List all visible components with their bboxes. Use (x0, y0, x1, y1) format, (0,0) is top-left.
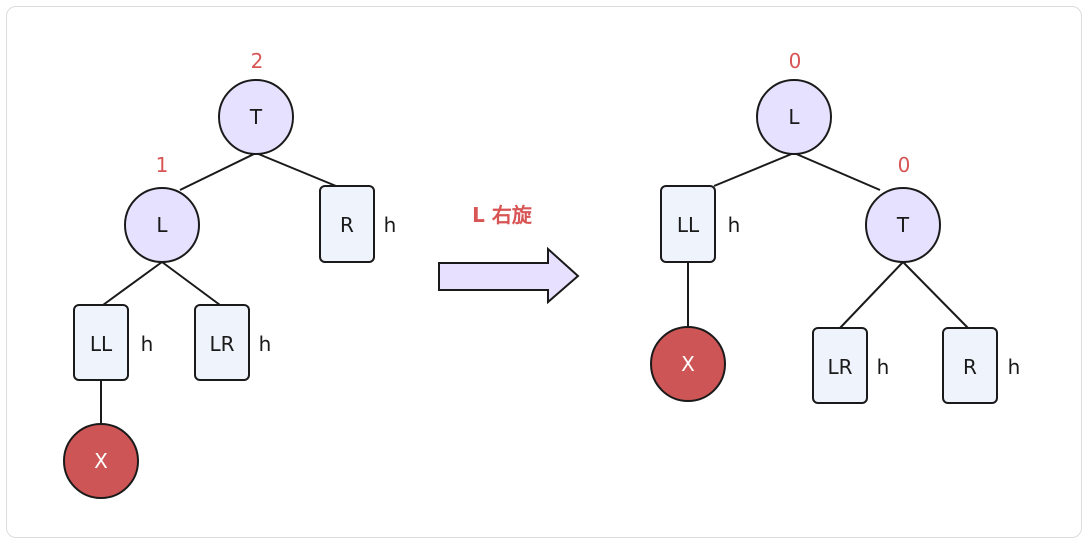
right-t-label: T (896, 213, 910, 237)
left-ll-height: h (141, 332, 154, 356)
left-l-label: L (156, 213, 168, 237)
left-x-node (63, 423, 139, 499)
left-l-node (124, 187, 200, 263)
left-lr-label: LR (209, 332, 234, 356)
edge-l-ll-right (713, 152, 795, 187)
right-lr-node (812, 327, 868, 404)
right-r-label: R (963, 355, 977, 379)
edge-t-lr-right (839, 261, 904, 329)
right-ll-label: LL (677, 213, 700, 237)
right-t-balance-factor: 0 (898, 153, 911, 177)
right-l-node (756, 79, 832, 155)
left-ll-node (73, 304, 129, 381)
left-ll-label: LL (90, 332, 113, 356)
right-l-balance-factor: 0 (789, 49, 802, 73)
right-tree: 0 L LL h 0 T X LR h R h (650, 49, 1021, 404)
edge-l-lr (161, 261, 221, 306)
left-r-label: R (340, 213, 354, 237)
right-r-height: h (1008, 355, 1021, 379)
right-l-label: L (788, 105, 800, 129)
edge-t-r (255, 152, 337, 187)
edge-t-r-right (902, 261, 969, 329)
left-l-balance-factor: 1 (156, 153, 169, 177)
right-ll-height: h (728, 213, 741, 237)
right-x-node (650, 326, 726, 402)
left-lr-node (194, 304, 250, 381)
left-tree: 2 T 1 L R h LL h LR h X (63, 49, 397, 499)
edge-l-ll (102, 261, 163, 306)
left-t-label: T (249, 105, 263, 129)
edge-l-t-right (793, 152, 881, 191)
edge-t-l (179, 152, 257, 191)
left-t-node (218, 79, 294, 155)
right-x-label: X (681, 352, 695, 376)
rotation-title: L 右旋 (472, 203, 533, 227)
left-r-node (319, 185, 375, 263)
left-x-label: X (94, 449, 108, 473)
right-lr-label: LR (827, 355, 852, 379)
right-arrow-icon (438, 246, 580, 305)
left-t-balance-factor: 2 (251, 49, 264, 73)
left-r-height: h (384, 213, 397, 237)
right-lr-height: h (877, 355, 890, 379)
right-r-node (942, 327, 998, 404)
left-lr-height: h (259, 332, 272, 356)
right-t-node (865, 187, 941, 263)
right-ll-node (660, 185, 716, 263)
